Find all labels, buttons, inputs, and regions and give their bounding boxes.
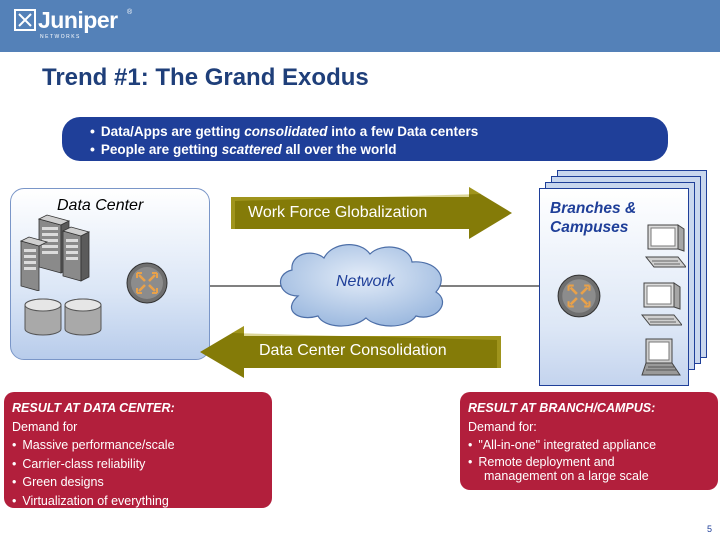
list-item-continuation: management on a large scale	[484, 468, 649, 483]
result-branch-title: RESULT AT BRANCH/CAMPUS:	[468, 401, 656, 415]
juniper-logo: Juniper ® NETWORKS	[14, 7, 134, 43]
slide-title: Trend #1: The Grand Exodus	[42, 64, 369, 91]
globalization-arrow	[231, 187, 512, 239]
header-bar: Juniper ® NETWORKS	[0, 0, 720, 52]
result-data-center-box: RESULT AT DATA CENTER: Demand for Massiv…	[4, 392, 272, 508]
network-cloud-icon	[280, 244, 443, 327]
server-rack-icon	[19, 214, 91, 291]
data-center-panel: Data Center	[10, 188, 210, 360]
logo-subtext: NETWORKS	[40, 34, 81, 40]
banner-bullet-1: •Data/Apps are getting consolidated into…	[90, 123, 479, 139]
result-dc-title: RESULT AT DATA CENTER:	[12, 401, 175, 415]
page-number: 5	[706, 524, 712, 534]
list-item: Massive performance/scale	[12, 436, 264, 455]
router-icon	[557, 274, 601, 318]
branches-panel: Branches & Campuses	[539, 188, 689, 386]
network-label: Network	[336, 273, 395, 290]
result-branch-box: RESULT AT BRANCH/CAMPUS: Demand for: "Al…	[460, 392, 718, 490]
list-item: Green designs	[12, 473, 264, 492]
storage-disk-icon	[64, 298, 102, 336]
juniper-logo-mark-icon	[14, 9, 36, 31]
result-branch-subtitle: Demand for:	[468, 419, 537, 434]
router-icon	[126, 262, 168, 304]
logo-wordmark: Juniper	[38, 7, 118, 33]
computer-monitor-icon	[640, 282, 682, 326]
consolidation-arrow	[200, 326, 501, 378]
laptop-icon	[641, 338, 681, 376]
bullet-icon: •	[90, 123, 95, 139]
list-item: Remote deployment and	[468, 455, 710, 469]
list-item: Carrier-class reliability	[12, 455, 264, 474]
banner-bullet-2: •People are getting scattered all over t…	[90, 141, 397, 157]
bullet-banner: •Data/Apps are getting consolidated into…	[62, 117, 668, 161]
storage-disk-icon	[24, 298, 62, 336]
data-center-label: Data Center	[57, 197, 144, 214]
logo-registered-mark: ®	[127, 9, 133, 16]
list-item: "All-in-one" integrated appliance	[468, 436, 710, 455]
list-item: Virtualization of everything	[12, 492, 264, 511]
computer-monitor-icon	[644, 224, 686, 268]
globalization-label: Work Force Globalization	[248, 204, 428, 221]
bullet-icon: •	[90, 141, 95, 157]
result-dc-subtitle: Demand for	[12, 419, 78, 434]
consolidation-label: Data Center Consolidation	[259, 342, 447, 359]
branches-label: Branches & Campuses	[550, 200, 637, 236]
